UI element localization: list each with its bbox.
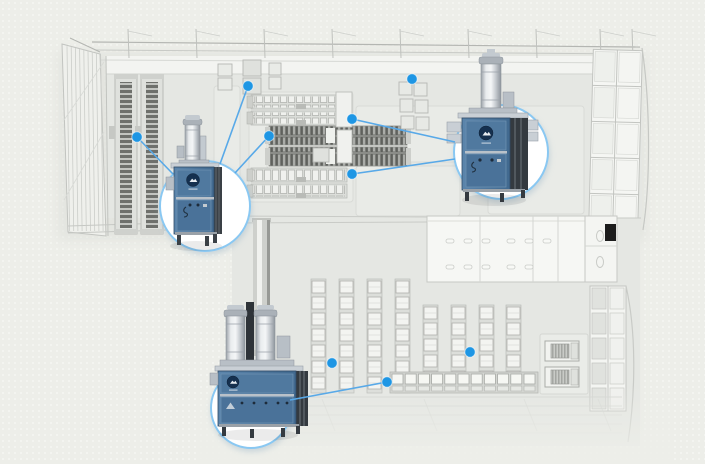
hotspot-8[interactable] [381,376,393,388]
machine-cylinder [176,115,210,166]
gondola-row [246,167,348,183]
hotspot-3[interactable] [263,130,275,142]
foot-pedal [226,402,235,409]
top-hall [61,28,657,237]
hotspot-6[interactable] [346,168,358,180]
hotspot-7[interactable] [326,357,338,369]
shelf-column [109,74,138,235]
drain-hose [183,206,189,218]
hotspot-4[interactable] [406,73,418,85]
right-outer-edge [641,47,650,231]
annotations-layer [131,73,476,401]
left-wall-slats [63,46,105,232]
gondola-row [246,94,348,110]
pallet-column [338,278,355,394]
machine-cabinet [209,365,308,438]
pallet-column [394,278,411,394]
connector-line [351,118,456,143]
machine-logo-badge [226,375,240,391]
connector-line [234,135,270,174]
hotspot-1[interactable] [131,131,143,143]
machine-cylinders [219,302,295,368]
control-knobs [240,401,289,405]
connector-line [289,381,388,401]
doorway-gap [605,224,616,241]
machine-bottom[interactable] [209,302,308,441]
checkout-counter [544,340,580,362]
top-wall-band [106,56,642,74]
hotspot-5[interactable] [346,113,358,125]
shelf-column [135,74,164,235]
machine-logo-badge [186,173,200,190]
left-tall-shelving [109,74,164,235]
checkout-counters [539,333,589,395]
machine-cabinet [165,162,222,246]
gondola-row [246,183,348,199]
connector-line [351,158,456,175]
backroom-door-handles [445,238,552,270]
backroom [426,215,618,283]
machine-cylinder [468,49,518,115]
checkout-counter [544,366,580,388]
machine-left[interactable] [165,115,222,251]
pallet-column [366,278,383,394]
machine-cabinet [457,112,529,202]
connector-line [136,136,174,175]
hotspot-9[interactable] [464,346,476,358]
gondola-row [246,110,348,126]
drain-hose [471,161,477,173]
pallet-column [310,278,327,394]
window-wall-top [588,48,643,230]
roof-trusses [69,28,657,64]
pallet-column [422,304,439,388]
machine-logo-badge [478,125,494,144]
hotspot-2[interactable] [242,80,254,92]
machine-right[interactable] [446,49,539,206]
wall-fixture-pairs [398,81,430,131]
connector-line [219,85,249,165]
